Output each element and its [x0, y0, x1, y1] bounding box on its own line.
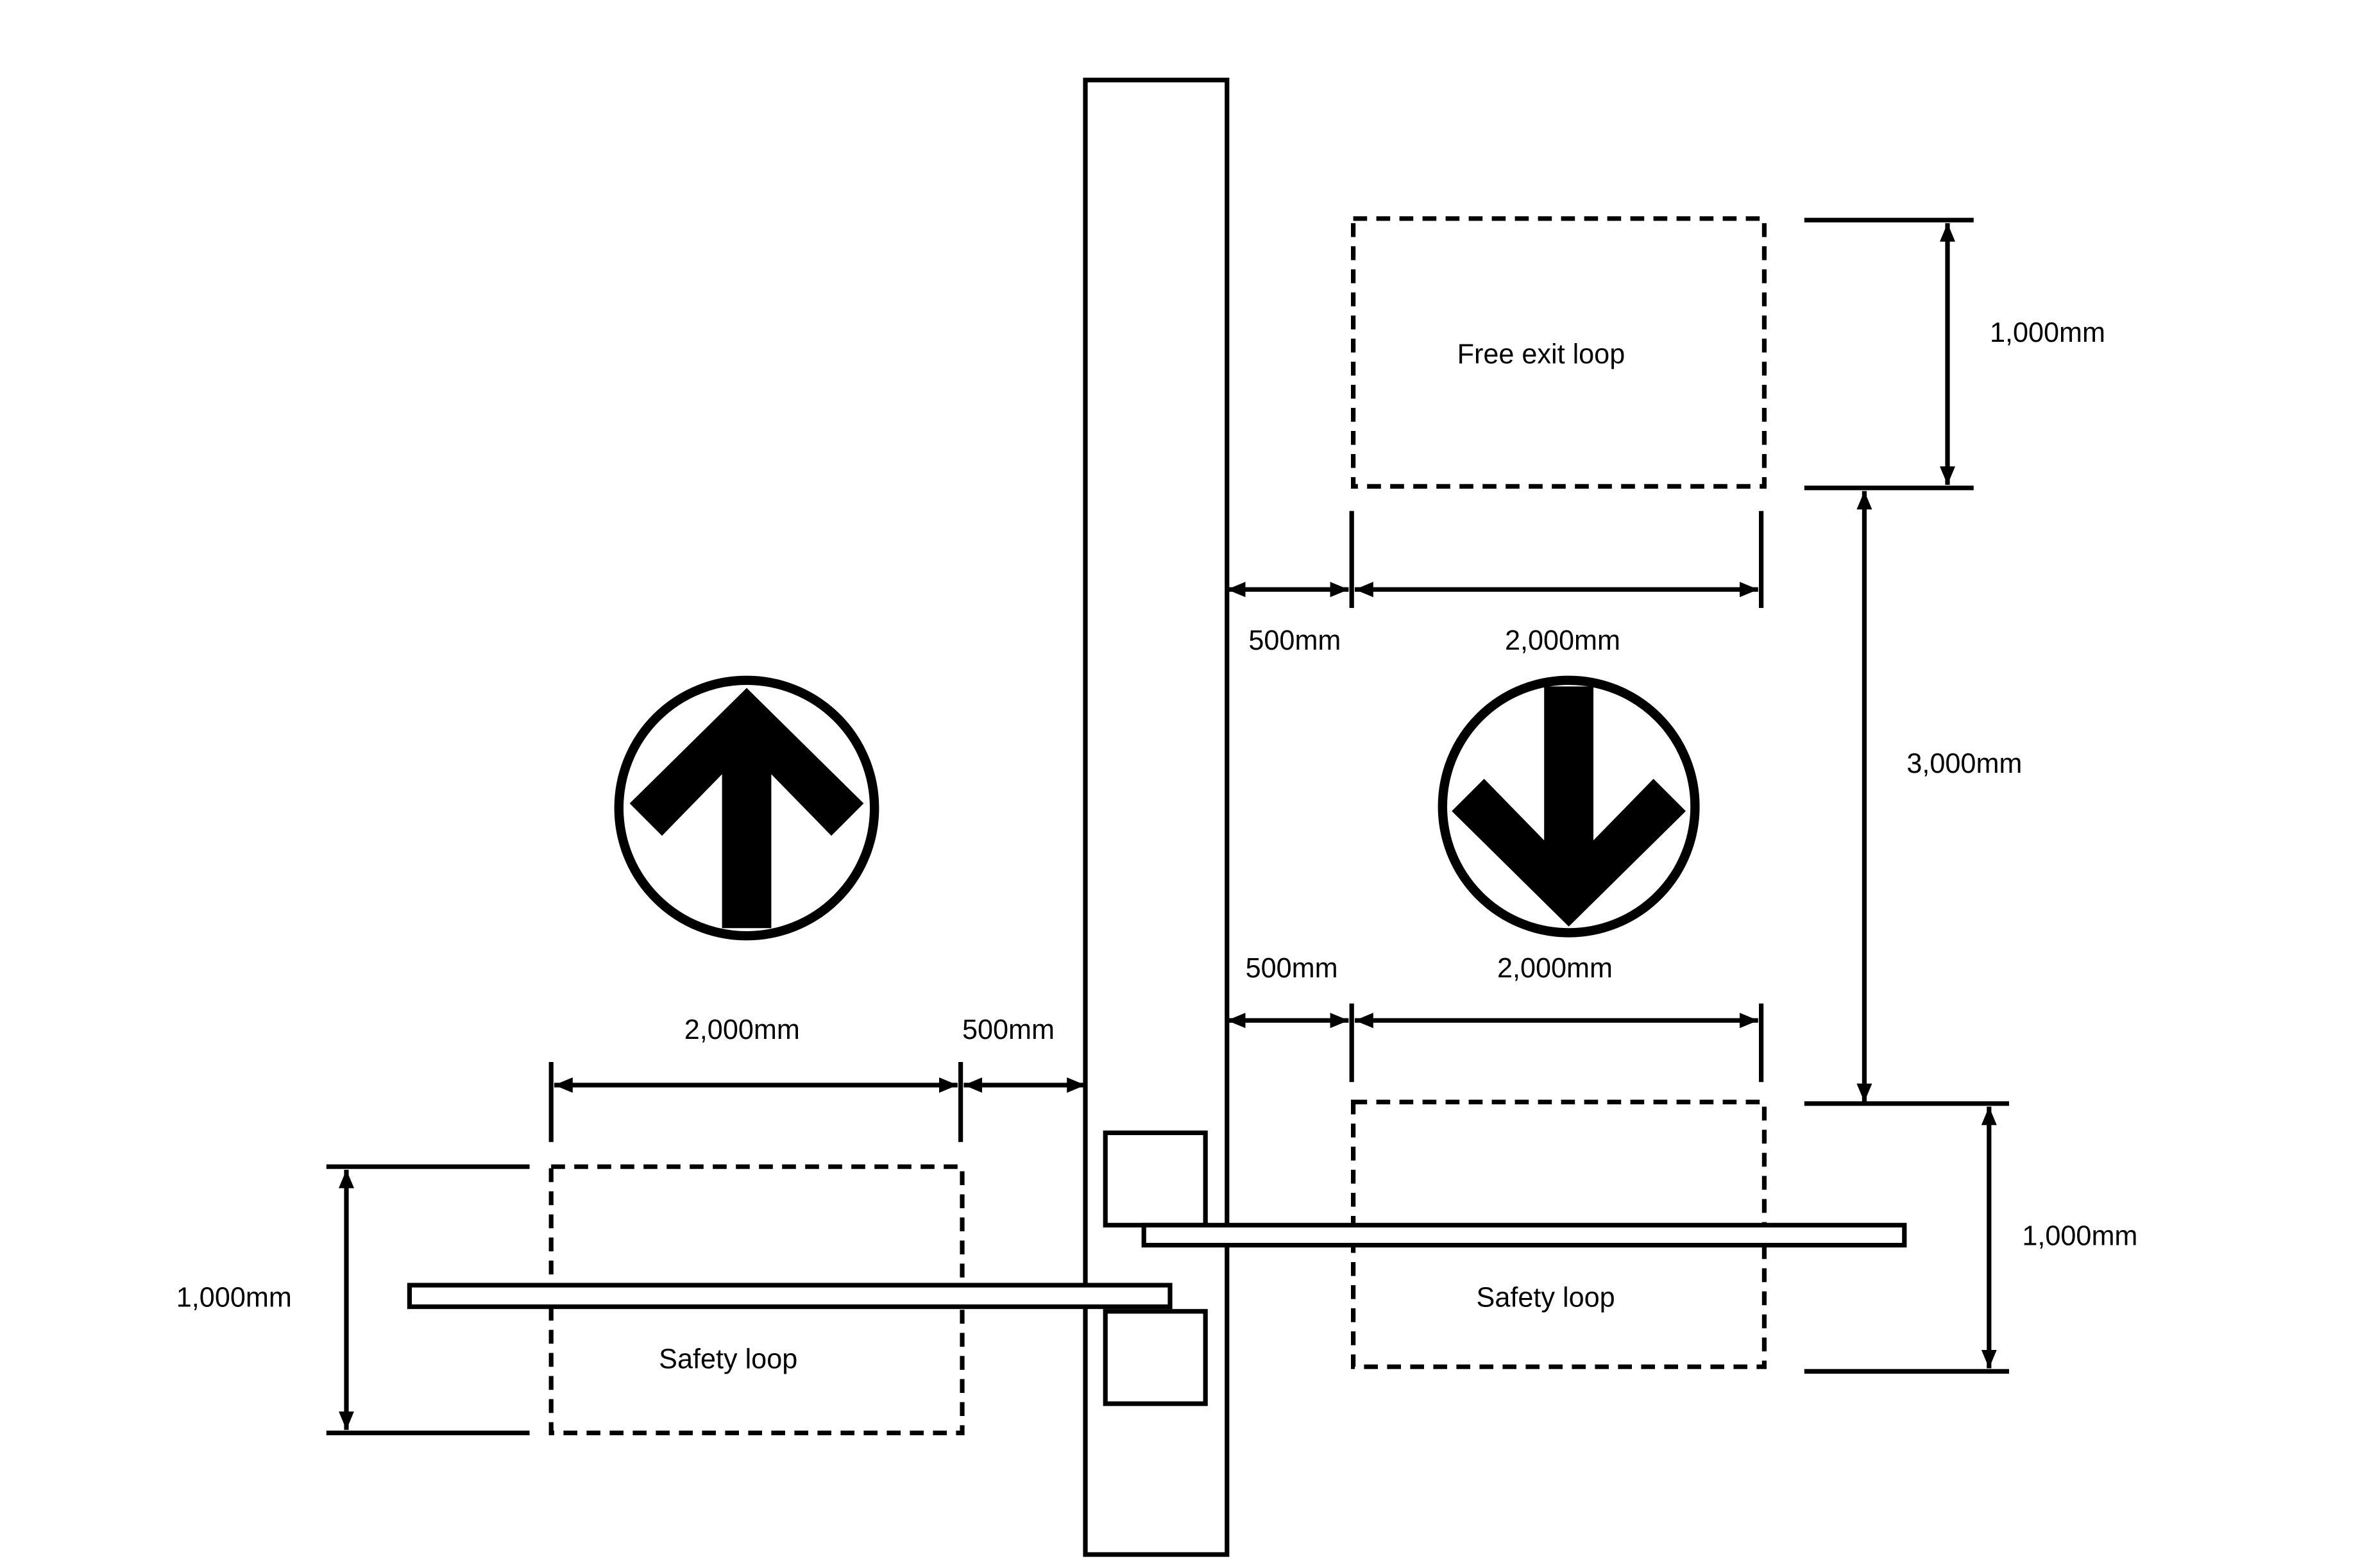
dim-label-right-top-offset: 500mm: [1248, 625, 1341, 656]
dim-label-left-height: 1,000mm: [176, 1283, 292, 1313]
dim-label-right-bottom-width: 2,000mm: [1497, 953, 1613, 984]
free-exit-loop: [1351, 216, 1767, 489]
dim-label-left-width: 2,000mm: [684, 1015, 800, 1045]
safety-loop-left-label: Safety loop: [659, 1344, 797, 1375]
dim-label-right-bottom-height: 1,000mm: [2022, 1221, 2137, 1252]
dim-label-right-gap: 3,000mm: [1906, 748, 2022, 779]
arrow-down-icon: [1438, 675, 1700, 938]
barrier-arm-left: [407, 1283, 1173, 1310]
dim-label-right-top-height: 1,000mm: [1990, 317, 2105, 348]
barrier-housing-upper: [1103, 1130, 1208, 1228]
dim-label-right-top-width: 2,000mm: [1505, 625, 1620, 656]
dim-label-left-offset: 500mm: [962, 1015, 1055, 1045]
free-exit-loop-label: Free exit loop: [1457, 339, 1625, 369]
arrow-up-icon: [614, 675, 879, 941]
dim-label-right-bottom-offset: 500mm: [1246, 953, 1338, 984]
barrier-arm-right: [1141, 1222, 1907, 1248]
barrier-housing-lower: [1103, 1309, 1208, 1406]
safety-loop-right-label: Safety loop: [1477, 1283, 1615, 1313]
